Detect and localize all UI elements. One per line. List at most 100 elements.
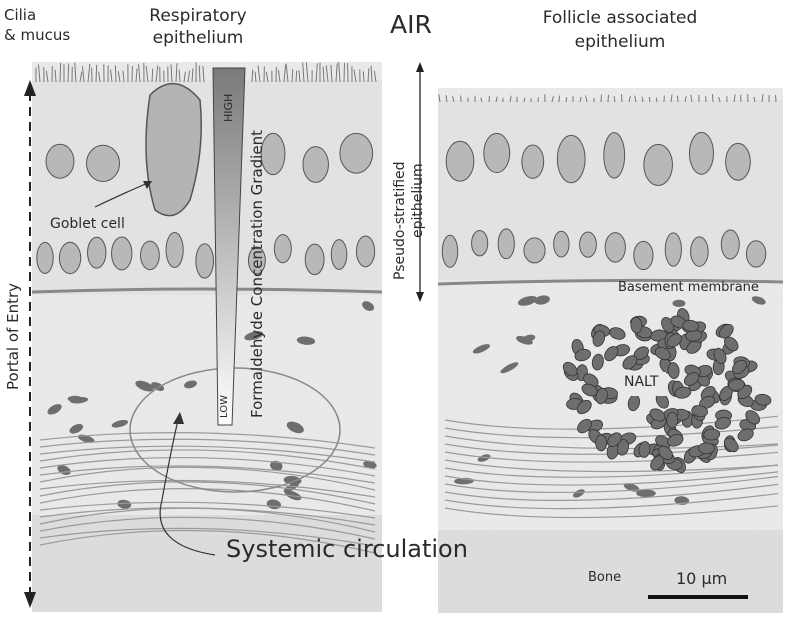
basal-cell-nucleus [745, 240, 767, 268]
lymphocyte [667, 362, 680, 380]
cilium [362, 71, 365, 83]
cilium [183, 71, 186, 83]
basal-cell-nucleus [111, 236, 133, 271]
columnar-cell-nucleus [556, 134, 586, 184]
fibroblast-nucleus [363, 460, 377, 469]
gradient-label: Formaldehyde Concentration Gradient [248, 130, 266, 418]
cilium [305, 62, 309, 83]
bone-label: Bone [588, 570, 622, 585]
microvillus [753, 96, 756, 103]
portal-label: Portal of Entry [4, 283, 22, 390]
lymphocyte [714, 417, 731, 430]
basement-membrane-label: Basement membrane [618, 280, 759, 295]
lymphocyte [666, 411, 679, 429]
columnar-cell-nucleus [603, 132, 626, 179]
cilium [373, 70, 377, 83]
cilium [178, 69, 181, 83]
cilium [54, 69, 57, 83]
lymphocyte [754, 393, 772, 406]
cilia-group [35, 61, 777, 103]
cilium [155, 65, 159, 83]
lymphocyte [674, 386, 692, 399]
nalt-label: NALT [624, 374, 659, 390]
lymphocyte [592, 330, 606, 347]
basal-cell-nucleus [604, 232, 626, 263]
microvillus [452, 96, 455, 103]
collagen-fiber [444, 459, 779, 473]
lymphocyte [703, 428, 721, 441]
lymphocyte [683, 372, 700, 386]
follicle-label-line2: epithelium [574, 32, 666, 52]
cilium [175, 63, 178, 83]
basal-cell-nucleus [633, 240, 654, 271]
microvillus [523, 97, 526, 103]
lymphocyte [667, 434, 684, 447]
microvillus [648, 96, 651, 103]
basal-cell-nucleus [58, 241, 82, 275]
respiratory-label-line1: Respiratory [149, 6, 247, 26]
nalt-label-box [618, 372, 666, 396]
right-basement-membrane [437, 278, 784, 286]
columnar-cell-nucleus [86, 144, 121, 183]
cilium [285, 63, 289, 83]
cilium [81, 66, 85, 83]
cilium [315, 63, 318, 83]
columnar-cell-nucleus [445, 140, 475, 182]
fibroblast-nucleus [69, 424, 84, 434]
cilium [283, 64, 287, 83]
pseudo-arrow-head-top [416, 62, 424, 72]
columnar-cell-nucleus [643, 143, 673, 186]
microvillus [438, 94, 441, 103]
goblet-cell [145, 82, 202, 217]
collagen-fiber [39, 465, 376, 484]
microvillus [480, 97, 483, 103]
microvillus [445, 95, 448, 103]
lymphocyte [658, 445, 673, 460]
cilium [114, 65, 117, 83]
collagen-fiber [444, 426, 779, 439]
microvillus [711, 94, 714, 103]
left-basement-membrane [31, 287, 383, 294]
microvillus [579, 96, 582, 103]
cilium [370, 65, 373, 83]
cilium [257, 65, 261, 83]
high-label: HIGH [222, 93, 235, 122]
microvillus [628, 95, 631, 103]
basal-cell-nucleus [36, 241, 54, 274]
fibroblast-nucleus [67, 395, 83, 403]
cilium [295, 70, 298, 83]
lymphocyte [732, 359, 747, 375]
fibroblast-nucleus [47, 404, 62, 415]
cilium [254, 71, 257, 83]
microvillus [620, 94, 623, 103]
fibroblast-nucleus [751, 296, 766, 305]
collagen-fiber [444, 505, 779, 519]
lymphocyte [666, 333, 682, 348]
follicle-label-line1: Follicle associated [542, 8, 698, 28]
collagen-fiber [39, 527, 376, 547]
cilium [117, 71, 121, 83]
lymphocyte [574, 348, 591, 362]
basal-cell-nucleus [273, 234, 292, 264]
lymphocyte [654, 347, 671, 361]
collagen-fiber [444, 483, 779, 501]
collagen-fiber [39, 481, 376, 505]
cilium [67, 63, 70, 83]
cilium [95, 64, 98, 83]
microvillus [684, 96, 687, 103]
basal-cell-nucleus [140, 240, 160, 271]
columnar-cell-nucleus [260, 132, 286, 176]
fibroblast-nucleus [286, 421, 304, 434]
collagen-fiber [444, 475, 779, 494]
collagen-fiber [39, 479, 376, 498]
microvillus [733, 94, 736, 103]
collagen-fiber [39, 431, 376, 449]
cilium [145, 66, 149, 83]
cilium [367, 68, 370, 83]
columnar-cell-nucleus [302, 146, 329, 183]
basal-cell-nucleus [497, 228, 515, 260]
lymphocyte [577, 418, 592, 434]
cilium [302, 62, 305, 83]
lymphocyte [745, 410, 760, 425]
